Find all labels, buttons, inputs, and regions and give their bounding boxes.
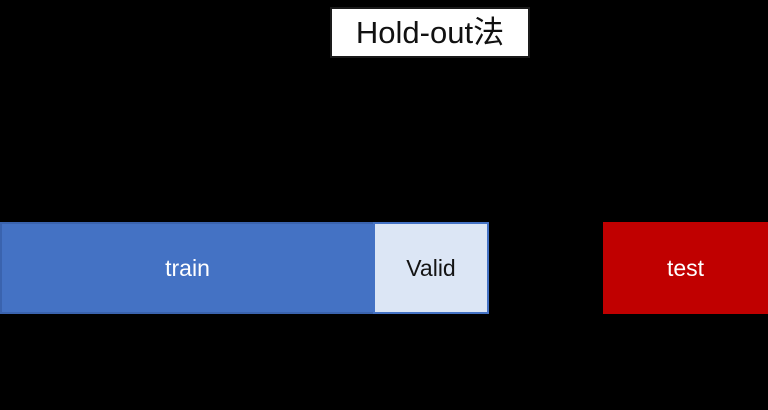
train-segment[interactable]: train: [0, 222, 373, 314]
valid-segment[interactable]: Valid: [373, 222, 489, 314]
title-box: Hold-out法: [330, 7, 530, 58]
valid-segment-label: Valid: [406, 254, 456, 281]
page-title: Hold-out法: [355, 15, 505, 50]
train-segment-label: train: [165, 254, 210, 281]
train-valid-split-bar: train Valid: [0, 222, 489, 314]
test-segment[interactable]: test: [603, 222, 768, 314]
test-segment-label: test: [666, 254, 705, 281]
